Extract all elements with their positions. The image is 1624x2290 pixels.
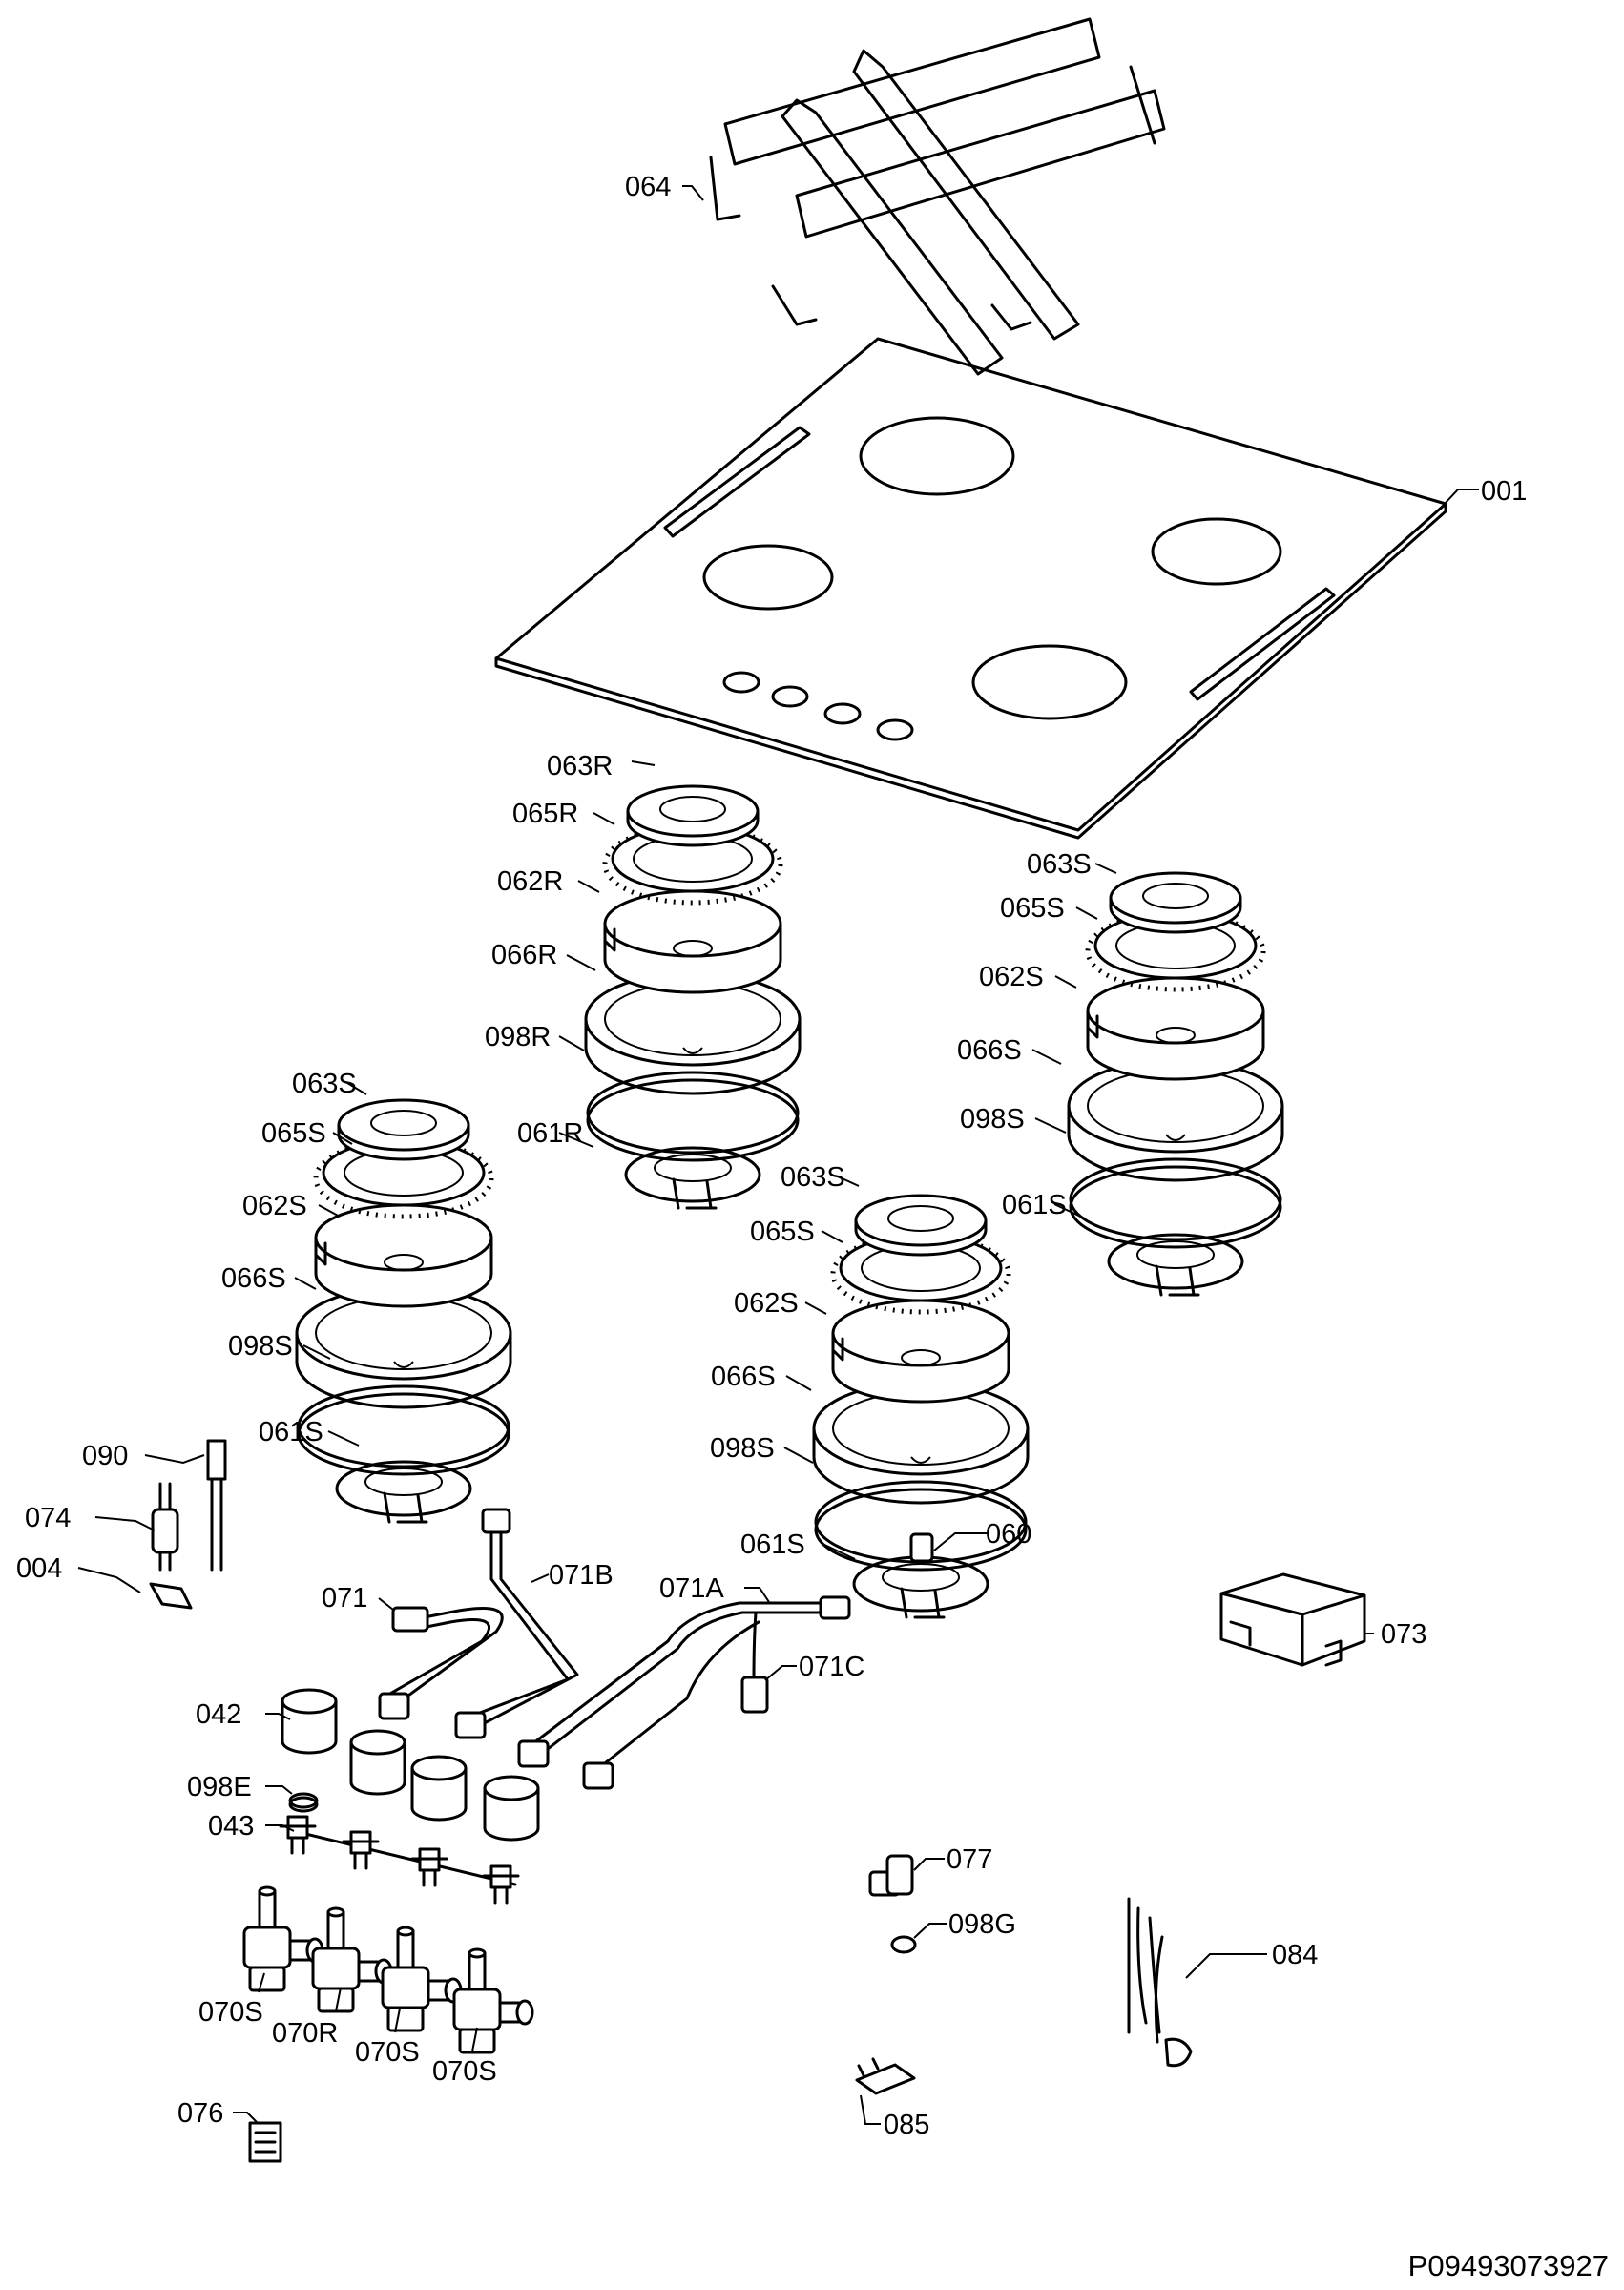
label-061S-c: 061S bbox=[740, 1530, 805, 1560]
label-084: 084 bbox=[1272, 1940, 1318, 1970]
label-077: 077 bbox=[947, 1844, 992, 1875]
ignition-generator-073 bbox=[1219, 1572, 1366, 1667]
label-070S-1: 070S bbox=[198, 1997, 263, 2028]
thermocouple-090 bbox=[206, 1439, 227, 1572]
label-063S-c: 063S bbox=[781, 1162, 845, 1193]
label-062R: 062R bbox=[497, 866, 563, 897]
label-076: 076 bbox=[177, 2098, 223, 2129]
label-060: 060 bbox=[986, 1519, 1031, 1550]
label-098S-c: 098S bbox=[710, 1433, 775, 1464]
label-062S-c: 062S bbox=[734, 1288, 799, 1319]
label-061R: 061R bbox=[517, 1118, 583, 1149]
burner-semi-b bbox=[1069, 873, 1282, 1295]
label-042: 042 bbox=[196, 1699, 241, 1730]
label-066R: 066R bbox=[491, 940, 557, 970]
gas-pipes-071 bbox=[378, 1508, 851, 1790]
leader-lines bbox=[77, 185, 1479, 2125]
elbow-connector-077 bbox=[868, 1854, 914, 1897]
power-cable-084 bbox=[1127, 1897, 1193, 2068]
label-098S-b: 098S bbox=[960, 1104, 1025, 1135]
label-070S-3: 070S bbox=[432, 2056, 497, 2087]
label-065S-c: 065S bbox=[750, 1217, 815, 1247]
label-063S-b: 063S bbox=[1027, 849, 1092, 880]
seal-098E bbox=[288, 1792, 319, 1813]
document-id: P09493073927 bbox=[1408, 2249, 1609, 2282]
label-071: 071 bbox=[322, 1583, 367, 1613]
label-004: 004 bbox=[16, 1553, 62, 1584]
label-043: 043 bbox=[208, 1811, 254, 1842]
label-070S-2: 070S bbox=[355, 2037, 420, 2068]
label-062S-a: 062S bbox=[242, 1191, 307, 1221]
ignition-electrode-074 bbox=[151, 1482, 179, 1572]
label-098R: 098R bbox=[485, 1022, 551, 1052]
label-066S-a: 066S bbox=[221, 1263, 286, 1294]
label-098G: 098G bbox=[948, 1909, 1016, 1940]
label-085: 085 bbox=[884, 2110, 929, 2140]
label-098S-a: 098S bbox=[228, 1331, 293, 1362]
clip-004 bbox=[149, 1582, 193, 1610]
clips-043 bbox=[279, 1815, 520, 1905]
seal-098G bbox=[890, 1935, 917, 1954]
label-001: 001 bbox=[1481, 476, 1527, 507]
label-063S-a: 063S bbox=[292, 1069, 357, 1099]
label-061S-a: 061S bbox=[259, 1417, 323, 1447]
part-labels: 001 064 063R 065R 062R 066R 098R 061R 06… bbox=[16, 172, 1527, 2140]
label-064: 064 bbox=[625, 172, 671, 202]
label-065S-b: 065S bbox=[1000, 893, 1065, 924]
label-063R: 063R bbox=[547, 751, 613, 781]
label-061S-b: 061S bbox=[1002, 1190, 1067, 1220]
label-065R: 065R bbox=[512, 799, 578, 829]
label-066S-c: 066S bbox=[711, 1362, 776, 1392]
label-098E: 098E bbox=[187, 1772, 252, 1802]
burner-semi-a bbox=[297, 1100, 510, 1522]
label-071B: 071B bbox=[549, 1560, 614, 1591]
burner-rapid-R bbox=[586, 786, 800, 1208]
label-070R: 070R bbox=[272, 2018, 338, 2049]
label-062S-b: 062S bbox=[979, 962, 1044, 992]
label-065S-a: 065S bbox=[261, 1118, 326, 1149]
pan-support-064 bbox=[709, 17, 1166, 376]
label-066S-b: 066S bbox=[957, 1035, 1022, 1066]
label-071C: 071C bbox=[799, 1652, 864, 1682]
knobs-042 bbox=[281, 1688, 540, 1842]
label-071A: 071A bbox=[659, 1573, 724, 1604]
injector-060 bbox=[909, 1532, 934, 1563]
label-073: 073 bbox=[1381, 1619, 1426, 1650]
part-076 bbox=[248, 2121, 282, 2163]
label-090: 090 bbox=[82, 1441, 128, 1471]
label-074: 074 bbox=[25, 1503, 71, 1533]
part-085 bbox=[855, 2057, 916, 2095]
